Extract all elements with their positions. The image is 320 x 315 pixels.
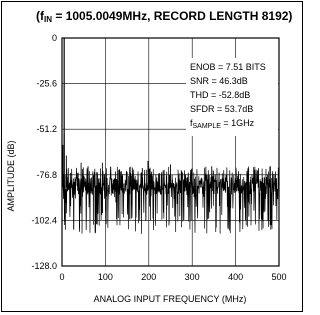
x-tick-label-0: 0 <box>59 272 64 282</box>
y-axis: 0 -25.6 -51.2 -76.8 -102.4 -128.0 <box>31 33 57 271</box>
x-tick-label-4: 400 <box>228 272 243 282</box>
x-axis-label: ANALOG INPUT FREQUENCY (MHz) <box>94 294 247 304</box>
y-tick-label-3: -76.8 <box>36 170 57 180</box>
fft-chart: (fIN = 1005.0049MHz, RECORD LENGTH 8192)… <box>6 9 292 304</box>
x-tick-label-1: 100 <box>98 272 113 282</box>
x-axis: 0 100 200 300 400 500 <box>59 272 286 282</box>
y-tick-label-4: -102.4 <box>31 215 57 225</box>
annotation-3: SFDR = 53.7dB <box>190 104 253 114</box>
annotation-4: fSAMPLE = 1GHz <box>190 118 255 130</box>
y-axis-label: AMPLITUDE (dB) <box>6 140 16 211</box>
x-tick-label-2: 200 <box>141 272 156 282</box>
plot-area-border <box>61 37 280 267</box>
series-spectrum <box>61 38 280 234</box>
plot-border <box>61 37 280 267</box>
annotation-0: ENOB = 7.51 BITS <box>190 62 266 72</box>
annotation-2: THD = -52.8dB <box>190 90 250 100</box>
y-tick-label-0: 0 <box>52 33 57 43</box>
chart-title: (fIN = 1005.0049MHz, RECORD LENGTH 8192) <box>36 9 292 24</box>
figure-frame <box>1 1 303 312</box>
annotation-box: ENOB = 7.51 BITS SNR = 46.3dB THD = -52.8d… <box>186 58 278 136</box>
x-tick-label-5: 500 <box>271 272 286 282</box>
annotation-background <box>186 58 278 136</box>
y-tick-label-5: -128.0 <box>31 261 57 271</box>
y-tick-label-1: -25.6 <box>36 79 57 89</box>
x-tick-label-3: 300 <box>185 272 200 282</box>
annotation-1: SNR = 46.3dB <box>190 76 248 86</box>
y-tick-label-2: -51.2 <box>36 124 57 134</box>
